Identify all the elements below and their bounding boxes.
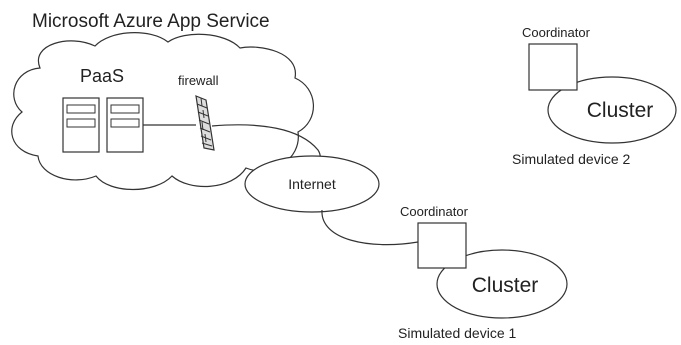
coordinator-1-label: Coordinator	[400, 204, 469, 219]
device-2-caption: Simulated device 2	[512, 151, 631, 167]
internet-node	[244, 155, 380, 213]
diagram-title: Microsoft Azure App Service	[32, 11, 270, 32]
simulated-device-2: Coordinator Cluster Simulated device 2	[512, 25, 677, 167]
coordinator-2-label: Coordinator	[522, 25, 591, 40]
firewall-label: firewall	[178, 73, 219, 88]
cluster-1	[436, 249, 568, 319]
server-left	[62, 97, 100, 153]
coordinator-2	[528, 43, 578, 91]
cluster-2	[547, 76, 677, 144]
firewall-icon	[195, 95, 215, 151]
internet-device1-link	[321, 209, 419, 246]
internet-label: Internet	[288, 176, 336, 192]
server-right	[106, 97, 144, 153]
cluster-1-label: Cluster	[472, 274, 539, 297]
device-1-caption: Simulated device 1	[398, 325, 517, 341]
paas-label: PaaS	[80, 66, 124, 86]
cluster-2-label: Cluster	[587, 99, 654, 122]
coordinator-1	[417, 222, 467, 269]
simulated-device-1: Coordinator Cluster Simulated device 1	[398, 204, 568, 341]
